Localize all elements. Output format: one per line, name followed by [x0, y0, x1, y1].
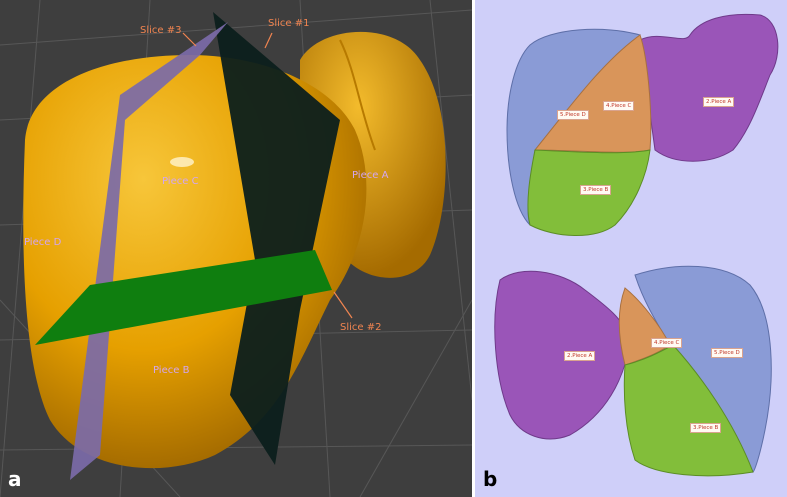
- bottom-tag-piece-c: 4.Piece C: [651, 338, 683, 348]
- bottom-tag-piece-d: 5.Piece D: [711, 348, 743, 358]
- top-liver-render: [506, 13, 779, 236]
- top-piece-c: [533, 34, 652, 153]
- top-tag-piece-d: 5.Piece D: [557, 110, 589, 120]
- bottom-piece-a: [494, 270, 631, 440]
- piece-a-label: Piece A: [352, 170, 389, 181]
- panel-a: Slice #3 Slice #1 Slice #2 Piece C Piece…: [0, 0, 472, 497]
- top-tag-piece-b: 3.Piece B: [580, 185, 612, 195]
- panel-b: 2.Piece A 4.Piece C 5.Piece D 3.Piece B …: [475, 0, 787, 497]
- slice-pointers: [182, 32, 353, 319]
- slice-3-plane: [70, 22, 228, 480]
- bottom-liver-render: [494, 265, 772, 477]
- panel-a-letter: a: [8, 467, 22, 491]
- slice-2-plane: [35, 250, 332, 345]
- bottom-tag-piece-b: 3.Piece B: [690, 423, 722, 433]
- slice-3-label: Slice #3: [140, 25, 182, 36]
- slice-1-label: Slice #1: [268, 18, 310, 29]
- top-tag-piece-c: 4.Piece C: [603, 101, 635, 111]
- slice-1-plane: [213, 12, 340, 465]
- slice-2-label: Slice #2: [340, 322, 382, 333]
- bottom-tag-piece-a: 2.Piece A: [564, 351, 596, 361]
- panel-b-render: [494, 13, 779, 477]
- top-piece-a: [639, 13, 779, 162]
- piece-d-label: Piece D: [24, 237, 62, 248]
- panel-divider: [472, 0, 475, 497]
- panel-a-render: [0, 0, 472, 497]
- piece-c-label: Piece C: [162, 176, 199, 187]
- top-tag-piece-a: 2.Piece A: [703, 97, 735, 107]
- panel-b-letter: b: [483, 467, 498, 491]
- piece-b-label: Piece B: [153, 365, 190, 376]
